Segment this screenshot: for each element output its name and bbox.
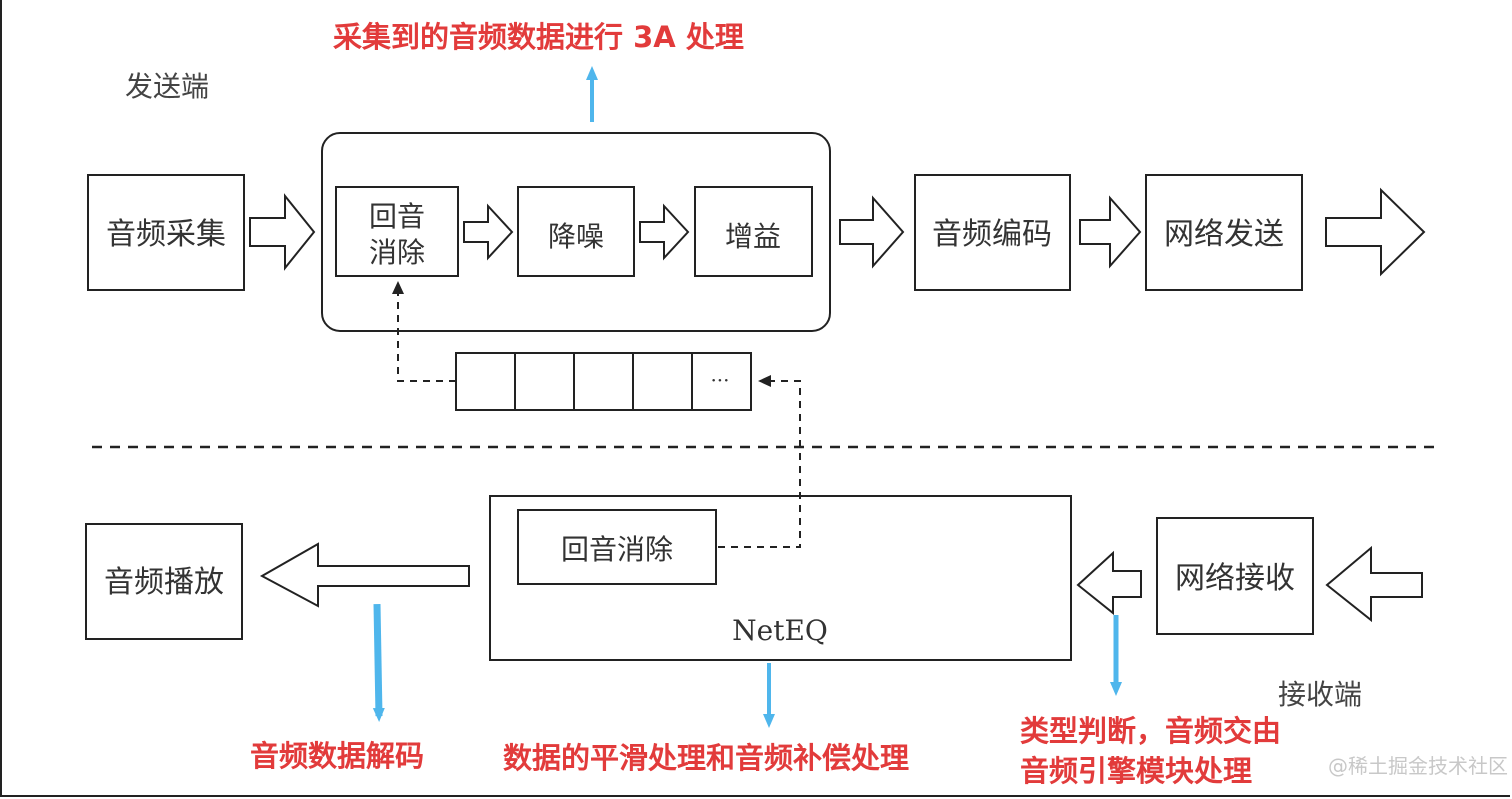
hollow-arrow-in-receive	[1325, 545, 1423, 623]
annotation-3a: 采集到的音频数据进行 3A 处理	[333, 20, 744, 54]
playback-label: 音频播放	[104, 565, 224, 600]
watermark: @稀土掘金技术社区	[1328, 754, 1508, 778]
encode-box: 音频编码	[914, 174, 1071, 291]
hollow-arrow-noise-gain	[639, 203, 690, 261]
noise-label: 降噪	[548, 220, 604, 253]
annotation-decode: 音频数据解码	[250, 739, 424, 773]
aec-sender-box: 回音 消除	[335, 186, 459, 277]
playback-box: 音频播放	[85, 523, 243, 640]
send-label: 网络发送	[1164, 217, 1284, 252]
receive-box: 网络接收	[1156, 517, 1314, 635]
annotation-smoothing: 数据的平滑处理和音频补偿处理	[503, 741, 909, 775]
aec-sender-line1: 回音	[369, 200, 425, 233]
3a-group-box	[321, 132, 831, 332]
sender-label: 发送端	[125, 70, 209, 103]
hollow-arrow-receive-neteq	[1076, 550, 1142, 616]
dashed-arrow-buffer-to-aec	[392, 281, 456, 382]
receiver-label: 接收端	[1278, 678, 1362, 711]
hollow-arrow-aec-noise	[463, 203, 514, 261]
hollow-arrow-3a-encode	[839, 195, 905, 269]
dashed-arrow-receiver-aec-to-buffer	[718, 375, 801, 548]
hollow-arrow-capture-3a	[249, 193, 316, 271]
buffer-ellipsis: ···	[710, 368, 729, 392]
annotation-type-line1: 类型判断，音频交由	[1020, 714, 1281, 748]
noise-box: 降噪	[517, 186, 635, 277]
gain-box: 增益	[694, 186, 813, 277]
neteq-label: NetEQ	[732, 614, 828, 647]
neteq-box: NetEQ	[489, 495, 1072, 661]
encode-label: 音频编码	[932, 217, 1052, 252]
aec-sender-line2: 消除	[369, 236, 425, 269]
aec-receiver-box: 回音消除	[517, 509, 717, 585]
hollow-arrow-send-out	[1325, 187, 1426, 277]
aec-receiver-label: 回音消除	[561, 533, 673, 566]
annotation-type-line2: 音频引擎模块处理	[1020, 754, 1252, 788]
annotation-arrow-decode	[372, 603, 385, 722]
receive-label: 网络接收	[1175, 561, 1295, 596]
capture-box: 音频采集	[87, 174, 245, 291]
gain-label: 增益	[725, 220, 781, 253]
hollow-arrow-neteq-playback	[259, 542, 470, 608]
send-box: 网络发送	[1145, 174, 1303, 291]
reference-buffer: ···	[455, 352, 752, 411]
capture-label: 音频采集	[106, 217, 226, 252]
hollow-arrow-encode-send	[1079, 195, 1142, 269]
